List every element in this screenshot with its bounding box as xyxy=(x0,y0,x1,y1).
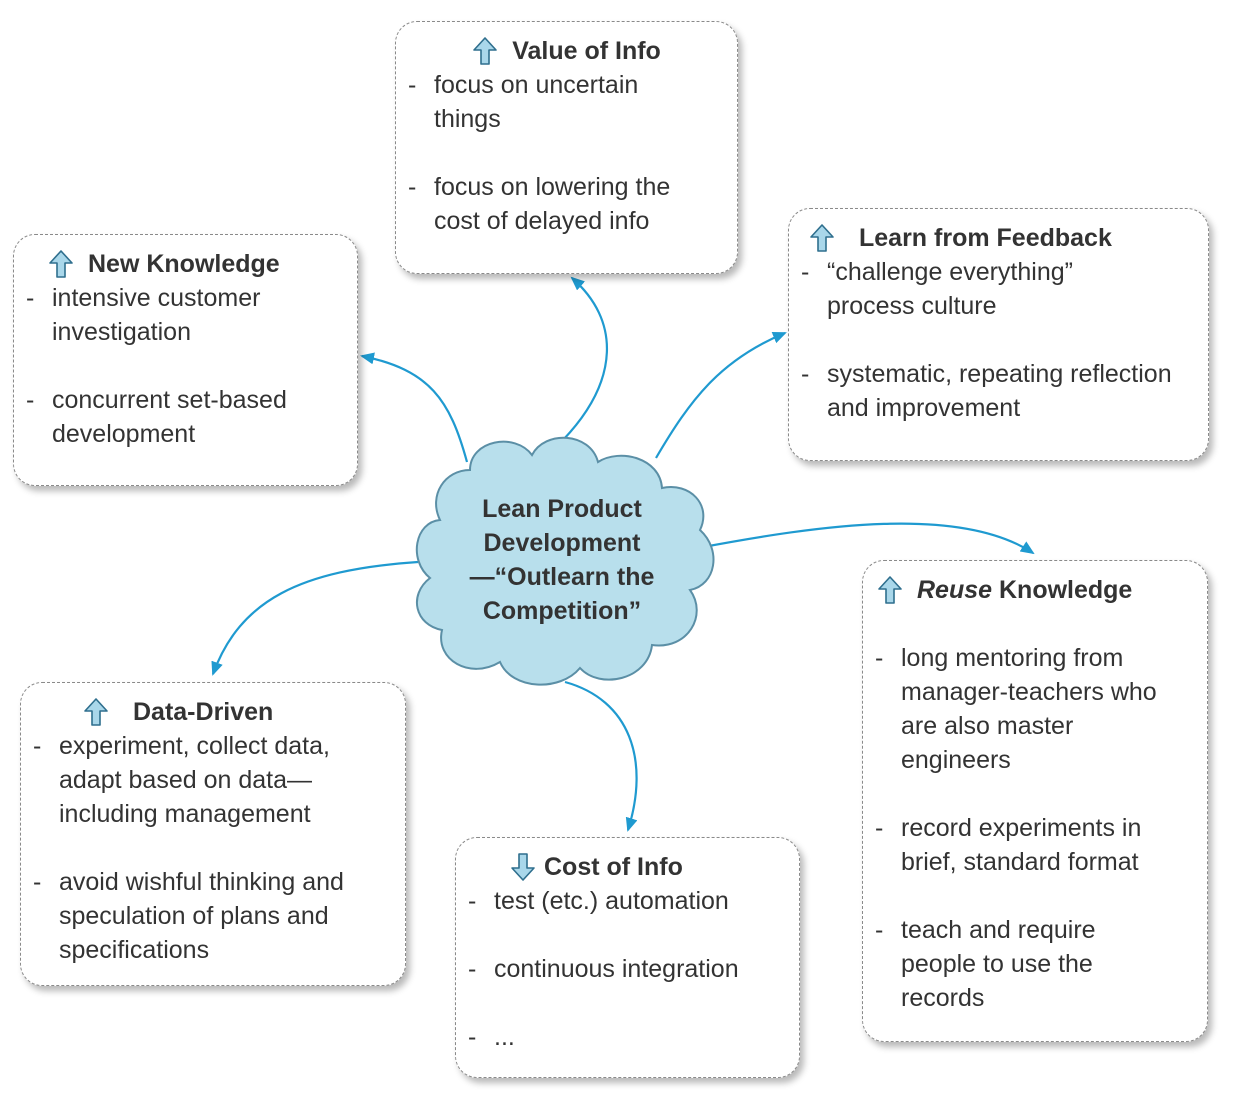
value-of-info-title-row: Value of Info xyxy=(408,34,725,68)
reuse-knowledge-box: Reuse Knowledge long mentoring from mana… xyxy=(862,560,1208,1042)
new-knowledge-item: concurrent set-based development xyxy=(26,383,342,451)
arrow-up-icon xyxy=(878,576,902,604)
learn-from-feedback-title-row: Learn from Feedback xyxy=(801,221,1196,255)
central-concept-label: Lean Product Development —“Outlearn the … xyxy=(430,492,694,628)
new-knowledge-box: New Knowledge intensive customer investi… xyxy=(13,234,358,486)
arrow-down-icon xyxy=(511,853,535,881)
arrow-up-icon xyxy=(810,224,834,252)
reuse-knowledge-title-rest: Knowledge xyxy=(992,576,1133,604)
cost-of-info-title-row: Cost of Info xyxy=(468,850,787,884)
central-concept-line-1: Lean Product xyxy=(482,495,642,523)
central-concept-line-2: Development xyxy=(483,529,641,557)
learn-from-feedback-title: Learn from Feedback xyxy=(859,224,1112,252)
data-driven-title-row: Data-Driven xyxy=(33,695,393,729)
cost-of-info-item: ... xyxy=(468,1020,794,1054)
connector-learn-from-feedback xyxy=(655,331,787,459)
data-driven-title: Data-Driven xyxy=(133,698,274,726)
data-driven-item: experiment, collect data, adapt based on… xyxy=(33,729,394,831)
connector-reuse-knowledge xyxy=(697,522,1035,555)
connector-data-driven xyxy=(211,560,419,676)
cost-of-info-title: Cost of Info xyxy=(544,853,683,881)
new-knowledge-title-row: New Knowledge xyxy=(26,247,345,281)
reuse-knowledge-title-emphasis: Reuse xyxy=(917,576,993,604)
connector-cost-of-info xyxy=(564,680,638,832)
reuse-knowledge-item: long mentoring from manager-teachers who… xyxy=(875,641,1173,777)
reuse-knowledge-title-row: Reuse Knowledge xyxy=(875,573,1195,607)
reuse-knowledge-title: Reuse Knowledge xyxy=(917,573,1132,607)
connector-value-of-info xyxy=(562,276,609,441)
learn-from-feedback-item: systematic, repeating reflection and imp… xyxy=(801,357,1187,425)
new-knowledge-item: intensive customer investigation xyxy=(26,281,292,349)
reuse-knowledge-item: record experiments in brief, standard fo… xyxy=(875,811,1196,879)
learn-from-feedback-box: Learn from Feedback “challenge everythin… xyxy=(788,208,1209,461)
cloud-shape xyxy=(415,436,715,686)
cost-of-info-box: Cost of Info test (etc.) automation cont… xyxy=(455,837,800,1078)
central-concept-line-3: —“Outlearn the xyxy=(469,563,655,591)
new-knowledge-title: New Knowledge xyxy=(88,250,280,278)
cost-of-info-item: test (etc.) automation xyxy=(468,884,794,918)
cost-of-info-item: continuous integration xyxy=(468,952,794,986)
value-of-info-item: focus on uncertain things xyxy=(408,68,674,136)
value-of-info-box: Value of Info focus on uncertain things … xyxy=(395,21,738,274)
value-of-info-title: Value of Info xyxy=(512,37,661,65)
arrow-up-icon xyxy=(84,698,108,726)
learn-from-feedback-item: “challenge everything” process culture xyxy=(801,255,1127,323)
value-of-info-item: focus on lowering the cost of delayed in… xyxy=(408,170,704,238)
arrow-up-icon xyxy=(473,37,497,65)
data-driven-item: avoid wishful thinking and speculation o… xyxy=(33,865,369,967)
central-concept-line-4: Competition” xyxy=(482,597,642,625)
connector-new-knowledge xyxy=(360,352,469,463)
reuse-knowledge-item: teach and require people to use the reco… xyxy=(875,913,1161,1015)
arrow-up-icon xyxy=(49,250,73,278)
data-driven-box: Data-Driven experiment, collect data, ad… xyxy=(20,682,406,986)
